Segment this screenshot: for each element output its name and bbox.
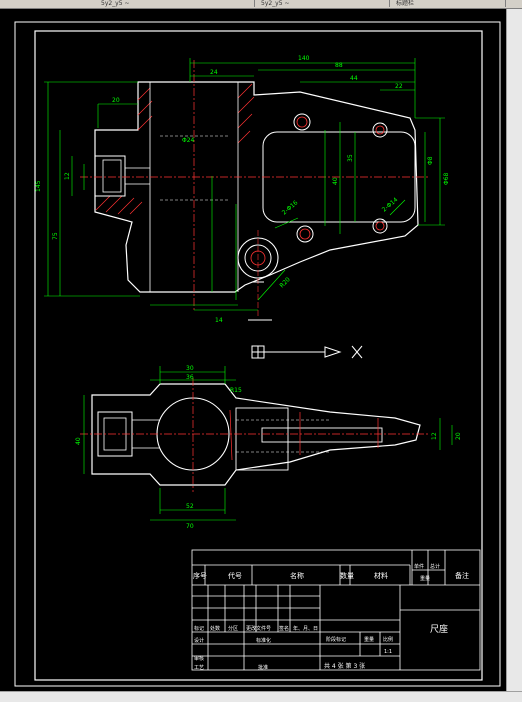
dim-center-h: Φ8 [427,156,434,165]
front-hole-top-left [293,113,311,131]
tb-header-weight: 重量 [420,575,430,582]
tb-header-total: 总计 [430,563,440,570]
dim-left-75: 75 [52,232,59,240]
document-tab-bar: 5y2_y5 ~ 5y2_y5 ~ 标题栏 [0,0,522,9]
tb-header-code: 代号 [228,571,242,580]
dim-plan-w2: 36 [186,374,194,381]
front-hole-bottom-left [296,225,314,243]
front-dimension-lines [44,58,445,311]
front-section-hatch [95,83,255,215]
dim-plan-right: 12 [431,432,438,440]
tb-scale-value: 1:1 [384,649,392,655]
front-hole-top-right [372,122,388,138]
tb-label-process: 工艺 [194,665,204,671]
dim-plan-w1: 30 [186,365,194,372]
dim-right-h: Φ68 [443,172,450,185]
dim-left-12: 12 [64,172,71,180]
dim-slot-w: 14 [215,317,223,324]
tb-header-remark: 备注 [455,571,469,580]
sheet-outer-border [14,21,501,687]
dim-left-20: 20 [112,97,120,104]
tb-part-name: 尺座 [430,623,448,635]
dim-plan-r: R15 [230,387,242,394]
dim-plan-w4: 70 [186,523,194,530]
plan-dimension-lines [83,366,453,521]
drawing-svg: 140 24 88 44 22 145 75 20 12 Φ24 35 40 Φ… [14,21,501,687]
tb-header-unit: 单件 [414,563,424,570]
front-view [80,60,430,321]
tb-label-sign: 签名 [279,625,289,632]
dim-hole-label: 2-Φ16 [281,199,300,216]
front-hole-bottom-right [372,218,388,234]
tb-label-weight: 重量 [364,636,374,643]
horizontal-scrollbar[interactable] [0,691,522,702]
tb-label-standard: 标准化 [256,637,271,644]
plan-view [80,378,430,492]
document-tab-3[interactable]: 标题栏 [390,0,506,7]
plan-slot [261,427,383,443]
front-body-outline [94,81,419,293]
dim-right-35: 35 [347,154,354,162]
tb-label-design: 设计 [194,637,204,644]
cad-drawing-canvas[interactable]: 140 24 88 44 22 145 75 20 12 Φ24 35 40 Φ… [0,9,506,691]
tb-label-change: 更改文件号 [246,625,271,632]
plan-body-outline [91,383,421,486]
tb-header-name: 名称 [290,571,304,580]
title-block-grid [191,549,481,671]
dim-plan-w3: 52 [186,503,194,510]
tb-sheet-text: 共 4 张 第 3 张 [324,662,365,670]
tb-label-date: 年、月、日 [293,625,318,632]
dim-plan-right2: 20 [455,432,462,440]
tb-label-scale: 比例 [383,636,393,643]
dim-bottom-r: R20 [278,276,291,289]
dim-top-overall: 140 [298,55,310,62]
tb-label-count: 处数 [210,625,220,632]
tb-header-qty: 数量 [340,571,354,580]
dim-right-40: 40 [332,177,339,185]
dim-top-c: 22 [395,83,403,90]
tb-label-review: 审核 [194,655,204,662]
tb-header-seq: 序号 [193,571,207,580]
tb-header-material: 材料 [374,571,388,580]
front-dimension-texts: 140 24 88 44 22 145 75 20 12 Φ24 35 40 Φ… [35,55,450,324]
tb-label-approve: 批准 [258,664,268,671]
tb-label-zone: 分区 [228,625,238,632]
dim-bore: Φ24 [182,137,195,144]
sheet-inner-border [34,30,483,681]
document-tab-1[interactable]: 5y2_y5 ~ [95,0,255,7]
dim-top-d: 44 [350,75,358,82]
dim-plan-left: 40 [75,437,82,445]
dim-top-b: 24 [210,69,218,76]
ucs-icon [251,345,363,359]
document-tab-2[interactable]: 5y2_y5 ~ [255,0,390,7]
dim-hole-label2: 2-Φ14 [381,196,400,213]
front-pivot-boss [237,230,279,318]
front-thread-boss [94,155,126,197]
tb-label-mark: 标记 [194,625,204,632]
vertical-scrollbar[interactable] [506,9,522,691]
plan-dimension-texts: 30 36 52 70 40 12 20 R15 [75,365,462,530]
title-block-texts: 序号 代号 名称 数量 材料 单件 总计 重量 备注 标记 处数 分区 更改文件… [193,563,469,671]
dim-left-height: 145 [35,180,42,192]
tb-label-stage: 阶段标记 [326,636,346,643]
dim-top-a: 88 [335,62,343,69]
